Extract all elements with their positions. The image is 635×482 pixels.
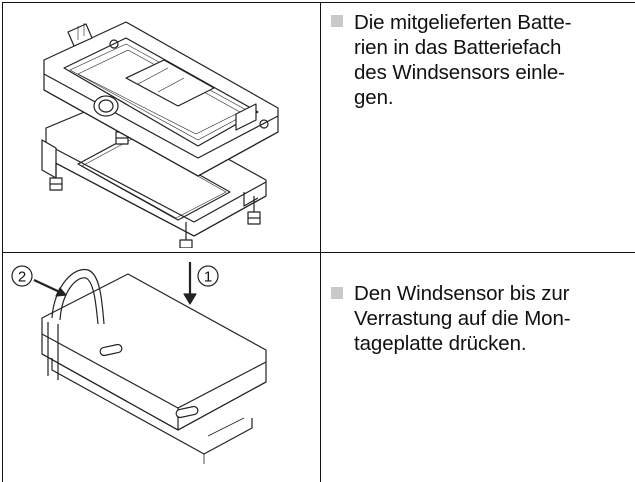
- step-2-line-3: tageplatte drücken.: [354, 332, 527, 355]
- table-column-rule: [320, 2, 321, 482]
- step-1-line-1: Die mitgelieferten Batte-: [354, 11, 572, 34]
- callout-2-label: 2: [18, 269, 26, 286]
- step-2-line-1: Den Windsensor bis zur: [354, 282, 570, 305]
- step-1-line-3: des Windsensors einle-: [354, 61, 565, 84]
- square-bullet-icon: [331, 15, 343, 27]
- table-left-rule: [2, 2, 3, 482]
- step-2-text: Den Windsensor bis zur Verrastung auf di…: [354, 281, 635, 356]
- square-bullet-icon: [331, 287, 343, 299]
- callout-1-label: 1: [204, 269, 212, 286]
- step-1-text: Die mitgelieferten Batte- rien in das Ba…: [354, 10, 635, 110]
- table-top-rule: [2, 2, 635, 3]
- step-1-line-2: rien in das Batteriefach: [354, 36, 562, 59]
- battery-compartment-exploded-drawing: [8, 8, 314, 248]
- table-row-rule: [2, 252, 635, 253]
- step-2-line-2: Verrastung auf die Mon-: [354, 307, 571, 330]
- step-1-line-4: gen.: [354, 86, 394, 109]
- press-onto-mounting-plate-drawing: 2 1: [8, 258, 314, 478]
